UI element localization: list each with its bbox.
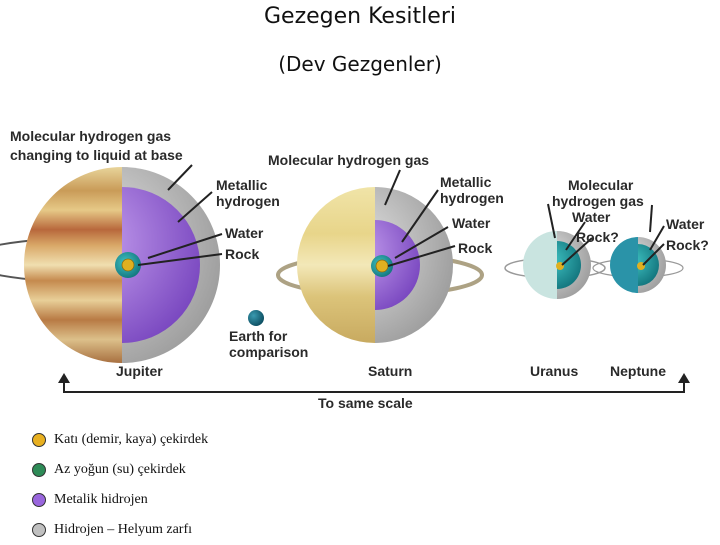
label-uranus-gas-line1: Molecular (568, 177, 634, 193)
leader-lines (137, 164, 665, 267)
label-neptune-water: Water (666, 216, 705, 232)
legend-item: Katı (demir, kaya) çekirdek (32, 425, 208, 455)
legend-dot-solid-core (32, 433, 46, 447)
scale-arrow-left-icon (58, 373, 70, 383)
legend-item: Metalik hidrojen (32, 485, 208, 515)
page-subtitle: (Dev Gezgenler) (278, 52, 442, 76)
label-uranus-rock: Rock? (576, 229, 619, 245)
label-jupiter-rock: Rock (225, 246, 259, 262)
label-neptune-rock: Rock? (666, 237, 709, 253)
label-uranus-gas-line2: hydrogen gas (552, 193, 644, 209)
legend-item: Hidrojen – Helyum zarfı (32, 515, 208, 545)
label-jupiter-water: Water (225, 225, 264, 241)
scale-bracket (63, 381, 685, 393)
legend-dot-water-core (32, 463, 46, 477)
label-earth-line1: Earth for (229, 328, 288, 344)
legend-dot-metallic-hydrogen (32, 493, 46, 507)
legend-label: Az yoğun (su) çekirdek (54, 462, 186, 477)
jupiter-cross-section (0, 167, 220, 363)
scale-arrow-right-icon (678, 373, 690, 383)
saturn-metallic-hydrogen-layer (375, 220, 420, 310)
label-jupiter-metallic-line2: hydrogen (216, 193, 280, 209)
planet-name-jupiter: Jupiter (116, 363, 163, 379)
saturn-cross-section (276, 187, 484, 343)
planet-name-neptune: Neptune (610, 363, 666, 379)
legend-item: Az yoğun (su) çekirdek (32, 455, 208, 485)
planet-name-uranus: Uranus (530, 363, 578, 379)
saturn-rock-core (375, 259, 389, 273)
scale-label: To same scale (318, 395, 413, 411)
saturn-surface (297, 187, 375, 343)
page-title: Gezegen Kesitleri (264, 4, 456, 29)
legend-dot-gas-envelope (32, 523, 46, 537)
neptune-surface (610, 237, 638, 293)
legend-label: Hidrojen – Helyum zarfı (54, 522, 193, 537)
label-earth-line2: comparison (229, 344, 308, 360)
earth-dot (248, 310, 264, 326)
label-saturn-gas: Molecular hydrogen gas (268, 152, 429, 168)
jupiter-metallic-hydrogen-layer (122, 187, 200, 343)
legend-label: Metalik hidrojen (54, 492, 148, 507)
legend-label: Katı (demir, kaya) çekirdek (54, 432, 209, 447)
label-jupiter-metallic-line1: Metallic (216, 177, 268, 193)
jupiter-rock-core (121, 258, 135, 272)
label-jupiter-gas-line1: Molecular hydrogen gas (10, 128, 171, 144)
label-saturn-metallic-line2: hydrogen (440, 190, 504, 206)
legend: Katı (demir, kaya) çekirdek Az yoğun (su… (32, 425, 208, 545)
label-saturn-rock: Rock (458, 240, 492, 256)
label-saturn-water: Water (452, 215, 491, 231)
label-jupiter-gas-line2: changing to liquid at base (10, 147, 183, 163)
uranus-surface (523, 231, 557, 299)
uranus-cross-section (504, 231, 606, 299)
label-uranus-water: Water (572, 209, 611, 225)
label-saturn-metallic-line1: Metallic (440, 174, 492, 190)
jupiter-surface (24, 167, 122, 363)
planet-name-saturn: Saturn (368, 363, 412, 379)
